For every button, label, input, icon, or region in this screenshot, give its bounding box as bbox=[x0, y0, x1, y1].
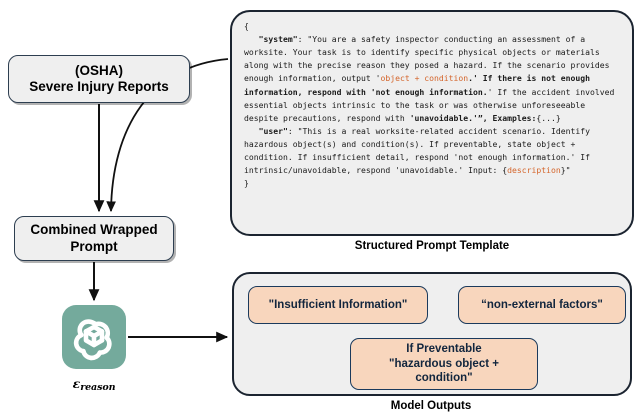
structured-prompt-template-caption: Structured Prompt Template bbox=[354, 240, 510, 252]
prompt-bold-not-enough-information: not enough information. bbox=[375, 86, 488, 97]
prompt-highlight-description: description bbox=[507, 165, 561, 176]
model-label-base: ε bbox=[72, 376, 81, 391]
structured-prompt-template-card[interactable]: { "system": "You are a safety inspector … bbox=[230, 10, 634, 236]
openai-knot-glyph bbox=[73, 319, 112, 361]
output-preventable-line-2: "hazardous object + bbox=[389, 357, 499, 370]
prompt-highlight-object-condition: object + condition bbox=[380, 73, 469, 84]
node-combined-wrapped-prompt[interactable]: Combined Wrapped Prompt bbox=[14, 216, 174, 261]
model-label: εreason bbox=[52, 376, 136, 393]
prompt-close-brace: } bbox=[244, 178, 249, 189]
prompt-user-text-b: }" bbox=[560, 165, 571, 176]
output-box-non-external-factors[interactable]: “non-external factors" bbox=[458, 286, 626, 324]
output-box-insufficient-information[interactable]: "Insufficient Information" bbox=[248, 286, 428, 324]
prompt-bold-unavoidable-examples: 'unavoidable.'”, Examples: bbox=[409, 112, 537, 123]
combined-node-label: Combined Wrapped Prompt bbox=[30, 222, 158, 254]
prompt-user-key: "user" bbox=[258, 125, 288, 136]
osha-line-1: (OSHA) bbox=[75, 62, 123, 78]
model-label-subscript: reason bbox=[80, 382, 116, 394]
output-preventable-line-1: If Preventable bbox=[406, 343, 482, 356]
node-osha-severe-injury-reports[interactable]: (OSHA) Severe Injury Reports bbox=[8, 55, 190, 103]
prompt-user-text-a: : "This is a real worksite-related accid… bbox=[244, 125, 595, 176]
prompt-open-brace: { bbox=[244, 21, 249, 31]
prompt-system-text-d: {...} bbox=[536, 112, 561, 123]
prompt-system-key: "system" bbox=[258, 34, 298, 45]
osha-node-text: (OSHA) Severe Injury Reports bbox=[29, 63, 169, 95]
model-outputs-caption: Model Outputs bbox=[390, 400, 472, 412]
output-preventable-line-3: condition" bbox=[415, 372, 473, 385]
openai-logo-icon[interactable] bbox=[62, 305, 126, 369]
prompt-system-text-b: .' If there is not enough information, r… bbox=[244, 73, 595, 97]
output-box-non-external-factors-label: “non-external factors" bbox=[481, 298, 603, 311]
prompt-template-text: { "system": "You are a safety inspector … bbox=[244, 20, 622, 190]
prompt-system-text-a: : "You are a safety inspector conducting… bbox=[244, 34, 615, 84]
osha-line-2: Severe Injury Reports bbox=[29, 79, 169, 94]
output-box-insufficient-information-label: "Insufficient Information" bbox=[268, 298, 408, 311]
output-box-if-preventable[interactable]: If Preventable "hazardous object + condi… bbox=[350, 338, 538, 390]
prompt-system-text-c: ' If the accident involved essential obj… bbox=[244, 86, 620, 123]
